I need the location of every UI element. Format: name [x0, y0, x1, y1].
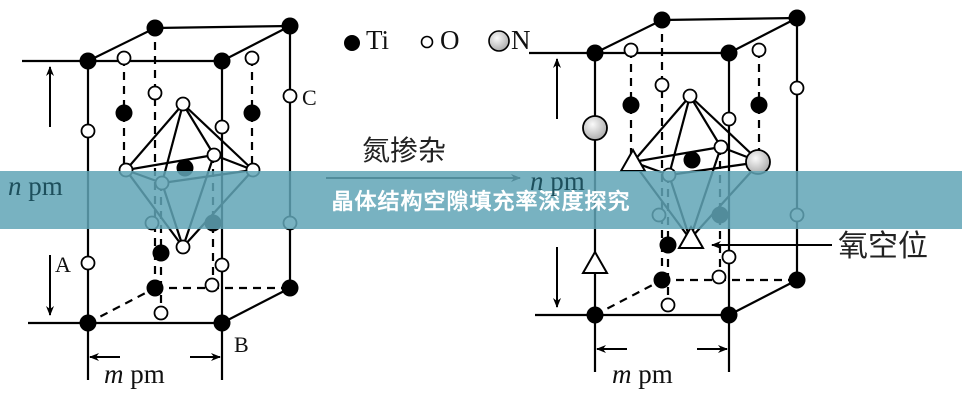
banner-title: 晶体结构空隙填充率深度探究 — [331, 190, 631, 215]
o-atom — [116, 50, 132, 66]
octahedron-edge — [182, 103, 254, 171]
ti-atom — [152, 244, 170, 262]
ti-atom — [79, 52, 97, 70]
bond-line — [221, 287, 291, 324]
ti-atom — [213, 52, 231, 70]
oxygen-vacancy-triangle — [581, 249, 609, 274]
bond-line — [594, 19, 663, 54]
ti-atom — [720, 44, 738, 62]
o-atom — [682, 88, 698, 104]
o-atom — [214, 257, 230, 273]
o-atom — [206, 147, 222, 163]
o-atom — [789, 80, 805, 96]
oxygen-vacancy-label: 氧空位 — [838, 229, 928, 264]
bond-line — [87, 27, 156, 62]
octahedron-edge — [689, 95, 722, 148]
octahedron-edge — [689, 95, 761, 163]
point-c-label: C — [302, 85, 317, 110]
octahedron-edge — [160, 103, 185, 184]
ti-atom — [213, 314, 231, 332]
octahedron-edge — [125, 103, 184, 171]
o-atom — [214, 119, 230, 135]
n-doped-unit-cell — [529, 9, 806, 372]
o-atom — [204, 277, 220, 293]
o-atom — [721, 111, 737, 127]
bond-line — [221, 25, 291, 62]
ti-atom — [788, 9, 806, 27]
bond-line — [728, 17, 798, 54]
ti-legend-marker — [344, 35, 360, 51]
bond-line — [154, 24, 291, 30]
o-atom — [751, 42, 767, 58]
legend-ti: Ti — [366, 25, 389, 55]
octahedron-edge — [182, 103, 215, 156]
nitrogen-doping-label: 氮掺杂 — [362, 134, 446, 167]
legend: Ti O N — [344, 25, 531, 55]
ti-atom — [281, 17, 299, 35]
o-atom — [623, 42, 639, 58]
ti-atom — [659, 236, 677, 254]
ti-atom — [653, 271, 671, 289]
ti-atom — [720, 306, 738, 324]
bond-line — [661, 16, 798, 22]
bond-line — [728, 279, 798, 316]
o-atom — [721, 249, 737, 265]
point-b-label: B — [234, 332, 249, 357]
o-atom — [80, 255, 96, 271]
legend-o: O — [440, 25, 460, 55]
octahedron-edge — [632, 95, 691, 163]
hidden-edge — [594, 279, 663, 316]
n-atom — [582, 115, 608, 141]
ti-atom — [622, 96, 640, 114]
ti-atom — [586, 44, 604, 62]
legend-n: N — [511, 25, 531, 55]
ti-atom — [243, 104, 261, 122]
title-banner: 晶体结构空隙填充率深度探究 — [0, 171, 962, 229]
o-atom — [282, 88, 298, 104]
ti-atom — [146, 279, 164, 297]
left-width-label: m pm — [104, 359, 165, 389]
octahedron-edge — [667, 95, 692, 176]
o-atom — [660, 297, 676, 313]
o-atom — [80, 123, 96, 139]
o-atom — [147, 85, 163, 101]
ti-atom — [79, 314, 97, 332]
o-atom — [175, 239, 191, 255]
o-atom — [654, 77, 670, 93]
ti-atom — [281, 279, 299, 297]
ti-atom — [788, 271, 806, 289]
ti-atom — [653, 11, 671, 29]
o-atom — [153, 305, 169, 321]
o-legend-marker — [420, 35, 434, 49]
ti-atom — [146, 19, 164, 37]
point-a-label: A — [55, 252, 71, 277]
ti-atom — [683, 151, 701, 169]
oxygen-vacancy-triangle — [677, 224, 705, 249]
o-atom — [244, 50, 260, 66]
right-width-label: m pm — [612, 359, 673, 389]
ti-atom — [750, 96, 768, 114]
o-atom — [713, 139, 729, 155]
n-legend-marker — [488, 30, 510, 52]
o-atom — [175, 96, 191, 112]
ti-atom — [115, 104, 133, 122]
octahedron-edge — [632, 145, 722, 164]
ti-atom — [586, 306, 604, 324]
o-atom — [711, 269, 727, 285]
octahedron-edge — [125, 153, 215, 172]
hidden-edge — [87, 287, 156, 324]
